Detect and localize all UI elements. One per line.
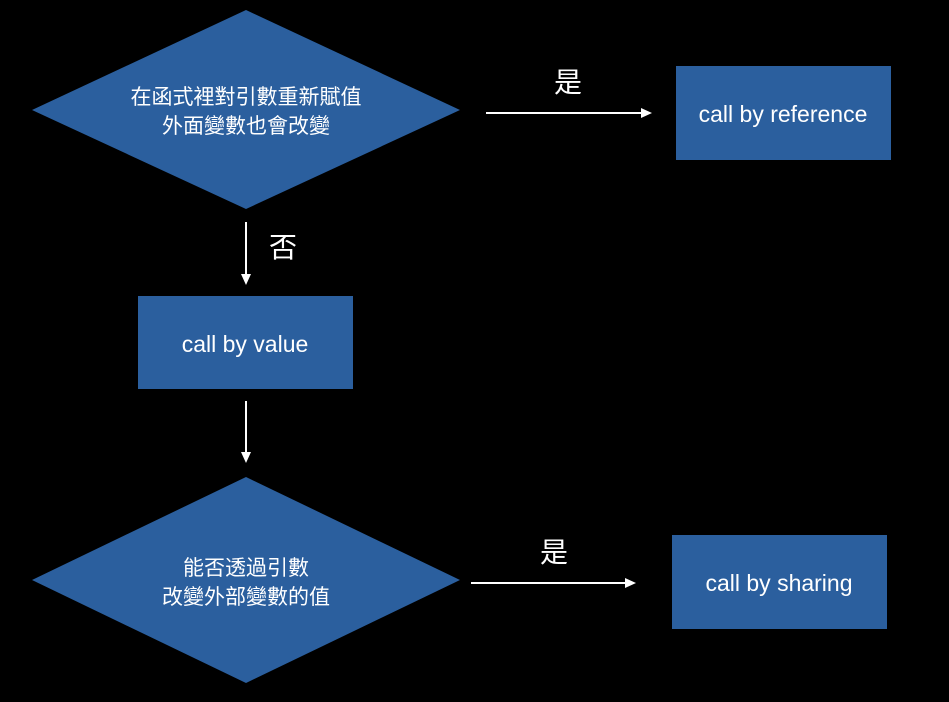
edge-no-to-value: 否 <box>241 222 297 285</box>
decision-text-line2: 改變外部變數的值 <box>162 585 330 609</box>
arrowhead <box>241 274 251 285</box>
arrowhead <box>641 108 652 118</box>
arrowhead <box>625 578 636 588</box>
box-rect <box>672 535 887 629</box>
edge-label-no: 否 <box>269 231 297 264</box>
edge-yes-to-reference: 是 <box>486 66 652 118</box>
box-rect <box>138 296 353 389</box>
edge-label-yes: 是 <box>554 66 582 99</box>
edge-value-to-decision2 <box>241 401 251 463</box>
decision-diamond <box>32 477 460 683</box>
decision-modify-external: 能否透過引數 改變外部變數的值 <box>32 477 460 683</box>
box-call-by-sharing: call by sharing <box>672 535 887 629</box>
decision-reassign-param: 在函式裡對引數重新賦值 外面變數也會改變 <box>32 10 460 209</box>
box-rect <box>676 66 891 160</box>
box-label: call by value <box>182 331 309 357</box>
decision-text-line1: 在函式裡對引數重新賦值 <box>131 85 362 109</box>
edge-label-yes: 是 <box>540 536 568 569</box>
decision-diamond <box>32 10 460 209</box>
decision-text-line2: 外面變數也會改變 <box>162 114 330 138</box>
decision-text-line1: 能否透過引數 <box>183 556 309 580</box>
edge-yes-to-sharing: 是 <box>471 536 636 588</box>
arrowhead <box>241 452 251 463</box>
box-call-by-value: call by value <box>138 296 353 389</box>
box-label: call by reference <box>699 101 868 127</box>
box-call-by-reference: call by reference <box>676 66 891 160</box>
box-label: call by sharing <box>705 570 852 596</box>
